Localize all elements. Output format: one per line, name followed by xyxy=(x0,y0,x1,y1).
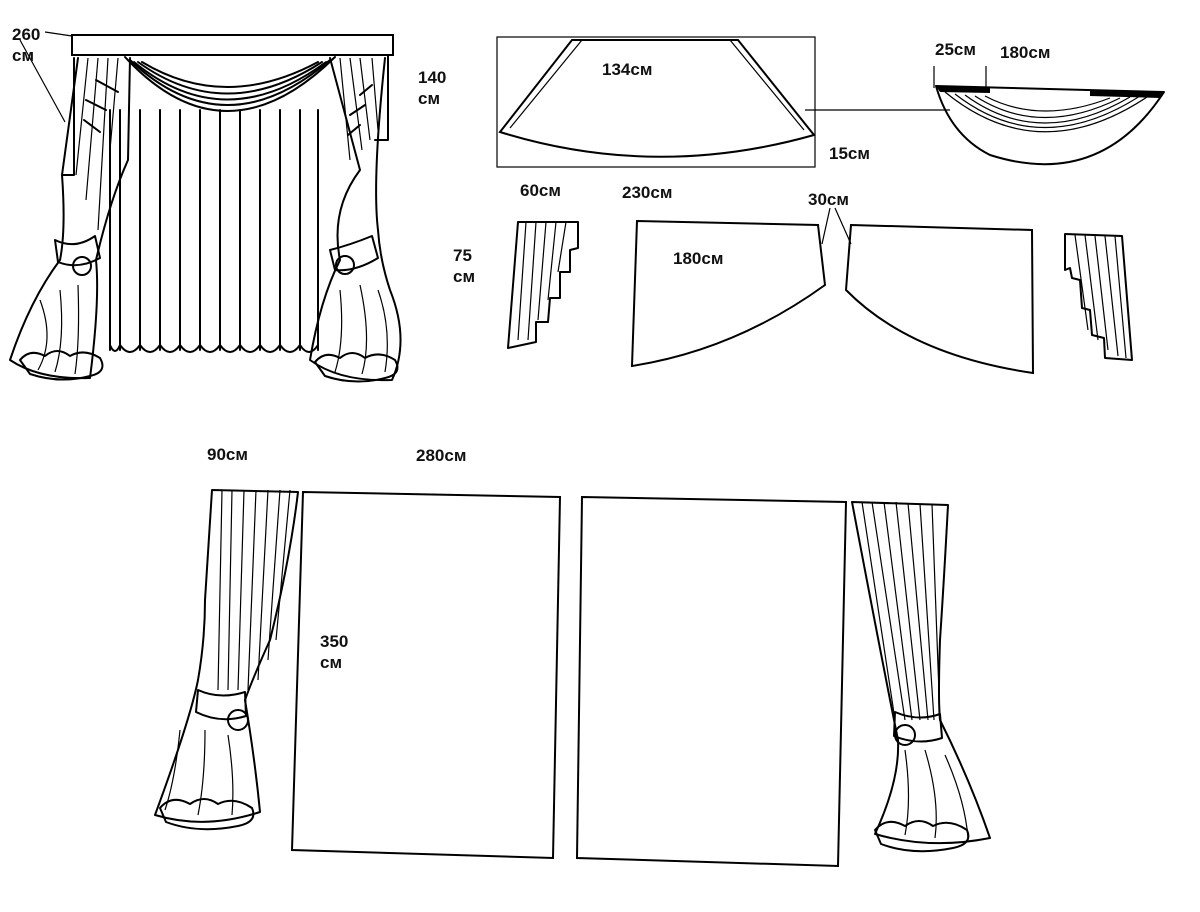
right-jabot-piece xyxy=(1064,233,1133,361)
left-main-panel xyxy=(290,490,562,860)
jabot-height-unit: см xyxy=(453,267,476,286)
jabot-height-value: 75 xyxy=(453,246,472,265)
valance-left-piece xyxy=(630,219,827,368)
valance-top-width-label: 230см xyxy=(622,183,673,202)
panel-width-label: 280см xyxy=(416,446,467,465)
bottom-left-side-drape xyxy=(154,489,299,831)
swag-height-value: 140 xyxy=(418,68,447,87)
left-side-drape xyxy=(9,57,131,381)
valance-right-piece xyxy=(821,207,1035,375)
swag-pattern-piece xyxy=(496,36,950,168)
left-jabot-piece xyxy=(507,221,579,349)
pelmet-board xyxy=(71,34,394,56)
pelmet-leader-line xyxy=(44,31,73,37)
bottom-right-side-drape xyxy=(851,501,991,853)
right-main-panel xyxy=(575,495,848,868)
center-pleated-panel xyxy=(109,109,319,353)
main-curtain-panels xyxy=(290,490,848,868)
right-side-drape xyxy=(309,54,402,383)
swag-bounding-frame xyxy=(496,36,816,168)
swag-height-label: 140 см xyxy=(418,67,446,109)
pelmet-width-unit: см xyxy=(12,46,35,65)
swag-shape xyxy=(498,39,816,158)
jabot-height-label: 75 см xyxy=(453,245,475,287)
swag-wide-width-label: 180см xyxy=(1000,43,1051,62)
top-swag xyxy=(124,56,336,112)
pelmet-width-label: 260 см xyxy=(12,24,40,66)
swag-top-width-label: 134см xyxy=(602,60,653,79)
side-drape-width-label: 90см xyxy=(207,445,248,464)
swag-height-unit: см xyxy=(418,89,441,108)
panel-height-label: 350 см xyxy=(320,631,348,673)
panel-height-unit: см xyxy=(320,653,343,672)
draped-swag-illustration xyxy=(933,66,1165,166)
pelmet-leader-line-2 xyxy=(19,39,66,123)
valance-gap-label: 30см xyxy=(808,190,849,209)
swag-small-width-label: 25см xyxy=(935,40,976,59)
jabot-width-label: 60см xyxy=(520,181,561,200)
swag-side-label: 15см xyxy=(829,144,870,163)
assembled-curtain-illustration xyxy=(9,31,402,383)
panel-height-value: 350 xyxy=(320,632,349,651)
pelmet-width-value: 260 xyxy=(12,25,41,44)
valance-inner-width-label: 180см xyxy=(673,249,724,268)
